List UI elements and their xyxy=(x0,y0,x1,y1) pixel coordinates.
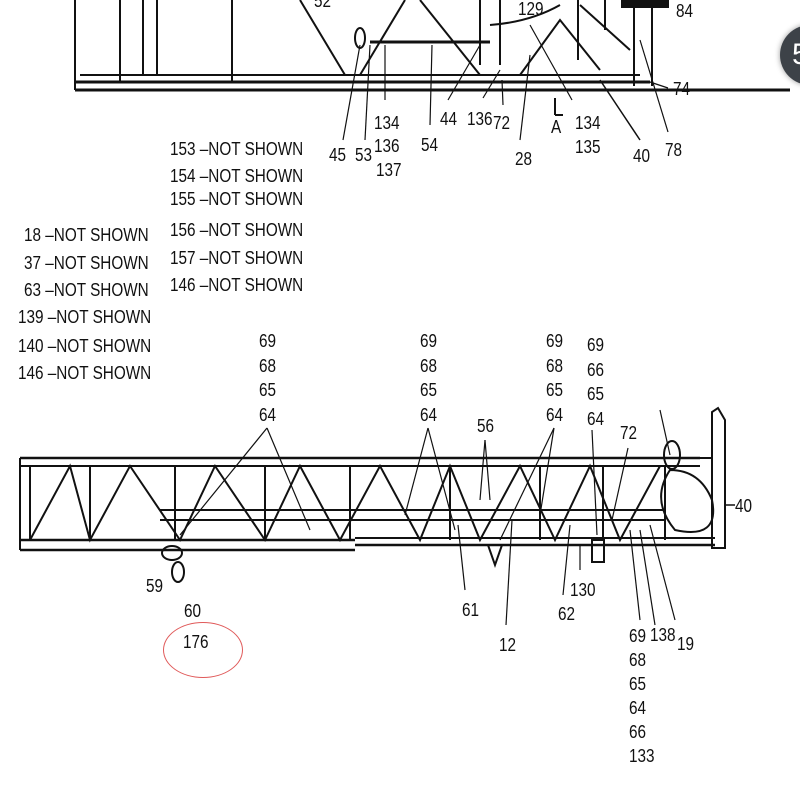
callout-label: 129 xyxy=(518,0,544,19)
red-highlight-circle xyxy=(163,622,243,678)
callout-label: 52 xyxy=(314,0,332,11)
callout-label: 53 xyxy=(355,145,373,165)
not-shown-item: 146 –NOT SHOWN xyxy=(170,275,304,295)
callout-label: 74 xyxy=(673,79,691,99)
callout-label: 137 xyxy=(376,160,402,180)
not-shown-item: 154 –NOT SHOWN xyxy=(170,166,304,186)
callout-label: 28 xyxy=(515,149,533,169)
not-shown-item: 155 –NOT SHOWN xyxy=(170,189,304,209)
not-shown-item: 37 –NOT SHOWN xyxy=(24,253,149,273)
callout-label: 59 xyxy=(146,576,164,596)
not-shown-item: 153 –NOT SHOWN xyxy=(170,139,304,159)
callout-label: 78 xyxy=(665,140,683,160)
callout-label: 84 xyxy=(676,1,694,21)
page-number-badge[interactable]: 5 xyxy=(780,25,800,85)
not-shown-item: 63 –NOT SHOWN xyxy=(24,280,149,300)
callout-label: 72 xyxy=(493,113,511,133)
callout-label: 40 xyxy=(735,496,753,516)
callout-label: 62 xyxy=(558,604,576,624)
callout-label: 45 xyxy=(329,145,347,165)
callout-label: 60 xyxy=(184,601,202,621)
callout-label: 136 xyxy=(374,136,400,156)
callout-label: 134 xyxy=(374,113,400,133)
not-shown-item: 139 –NOT SHOWN xyxy=(18,307,152,327)
lower-boom-assembly xyxy=(19,406,735,583)
not-shown-item: 156 –NOT SHOWN xyxy=(170,220,304,240)
callout-label: 19 xyxy=(677,634,695,654)
callout-label: 12 xyxy=(499,635,517,655)
callout-label: 72 xyxy=(620,423,638,443)
callout-label: 56 xyxy=(477,416,495,436)
not-shown-item: 140 –NOT SHOWN xyxy=(18,336,152,356)
callout-label: 40 xyxy=(633,146,651,166)
leader-lines xyxy=(179,24,676,626)
callout-label: 136 xyxy=(467,109,493,129)
callout-label: 130 xyxy=(570,580,596,600)
callout-label: 135 xyxy=(575,137,601,157)
not-shown-item: 157 –NOT SHOWN xyxy=(170,248,304,268)
not-shown-item: 146 –NOT SHOWN xyxy=(18,363,152,383)
not-shown-item: 18 –NOT SHOWN xyxy=(24,225,149,245)
callout-label: 44 xyxy=(440,109,458,129)
upper-boom-assembly xyxy=(74,0,790,141)
callout-label: 54 xyxy=(421,135,439,155)
callout-label: 134 xyxy=(575,113,601,133)
callout-label: 61 xyxy=(462,600,480,620)
section-marker-a: A xyxy=(551,117,562,137)
callout-label: 138 xyxy=(650,625,676,645)
